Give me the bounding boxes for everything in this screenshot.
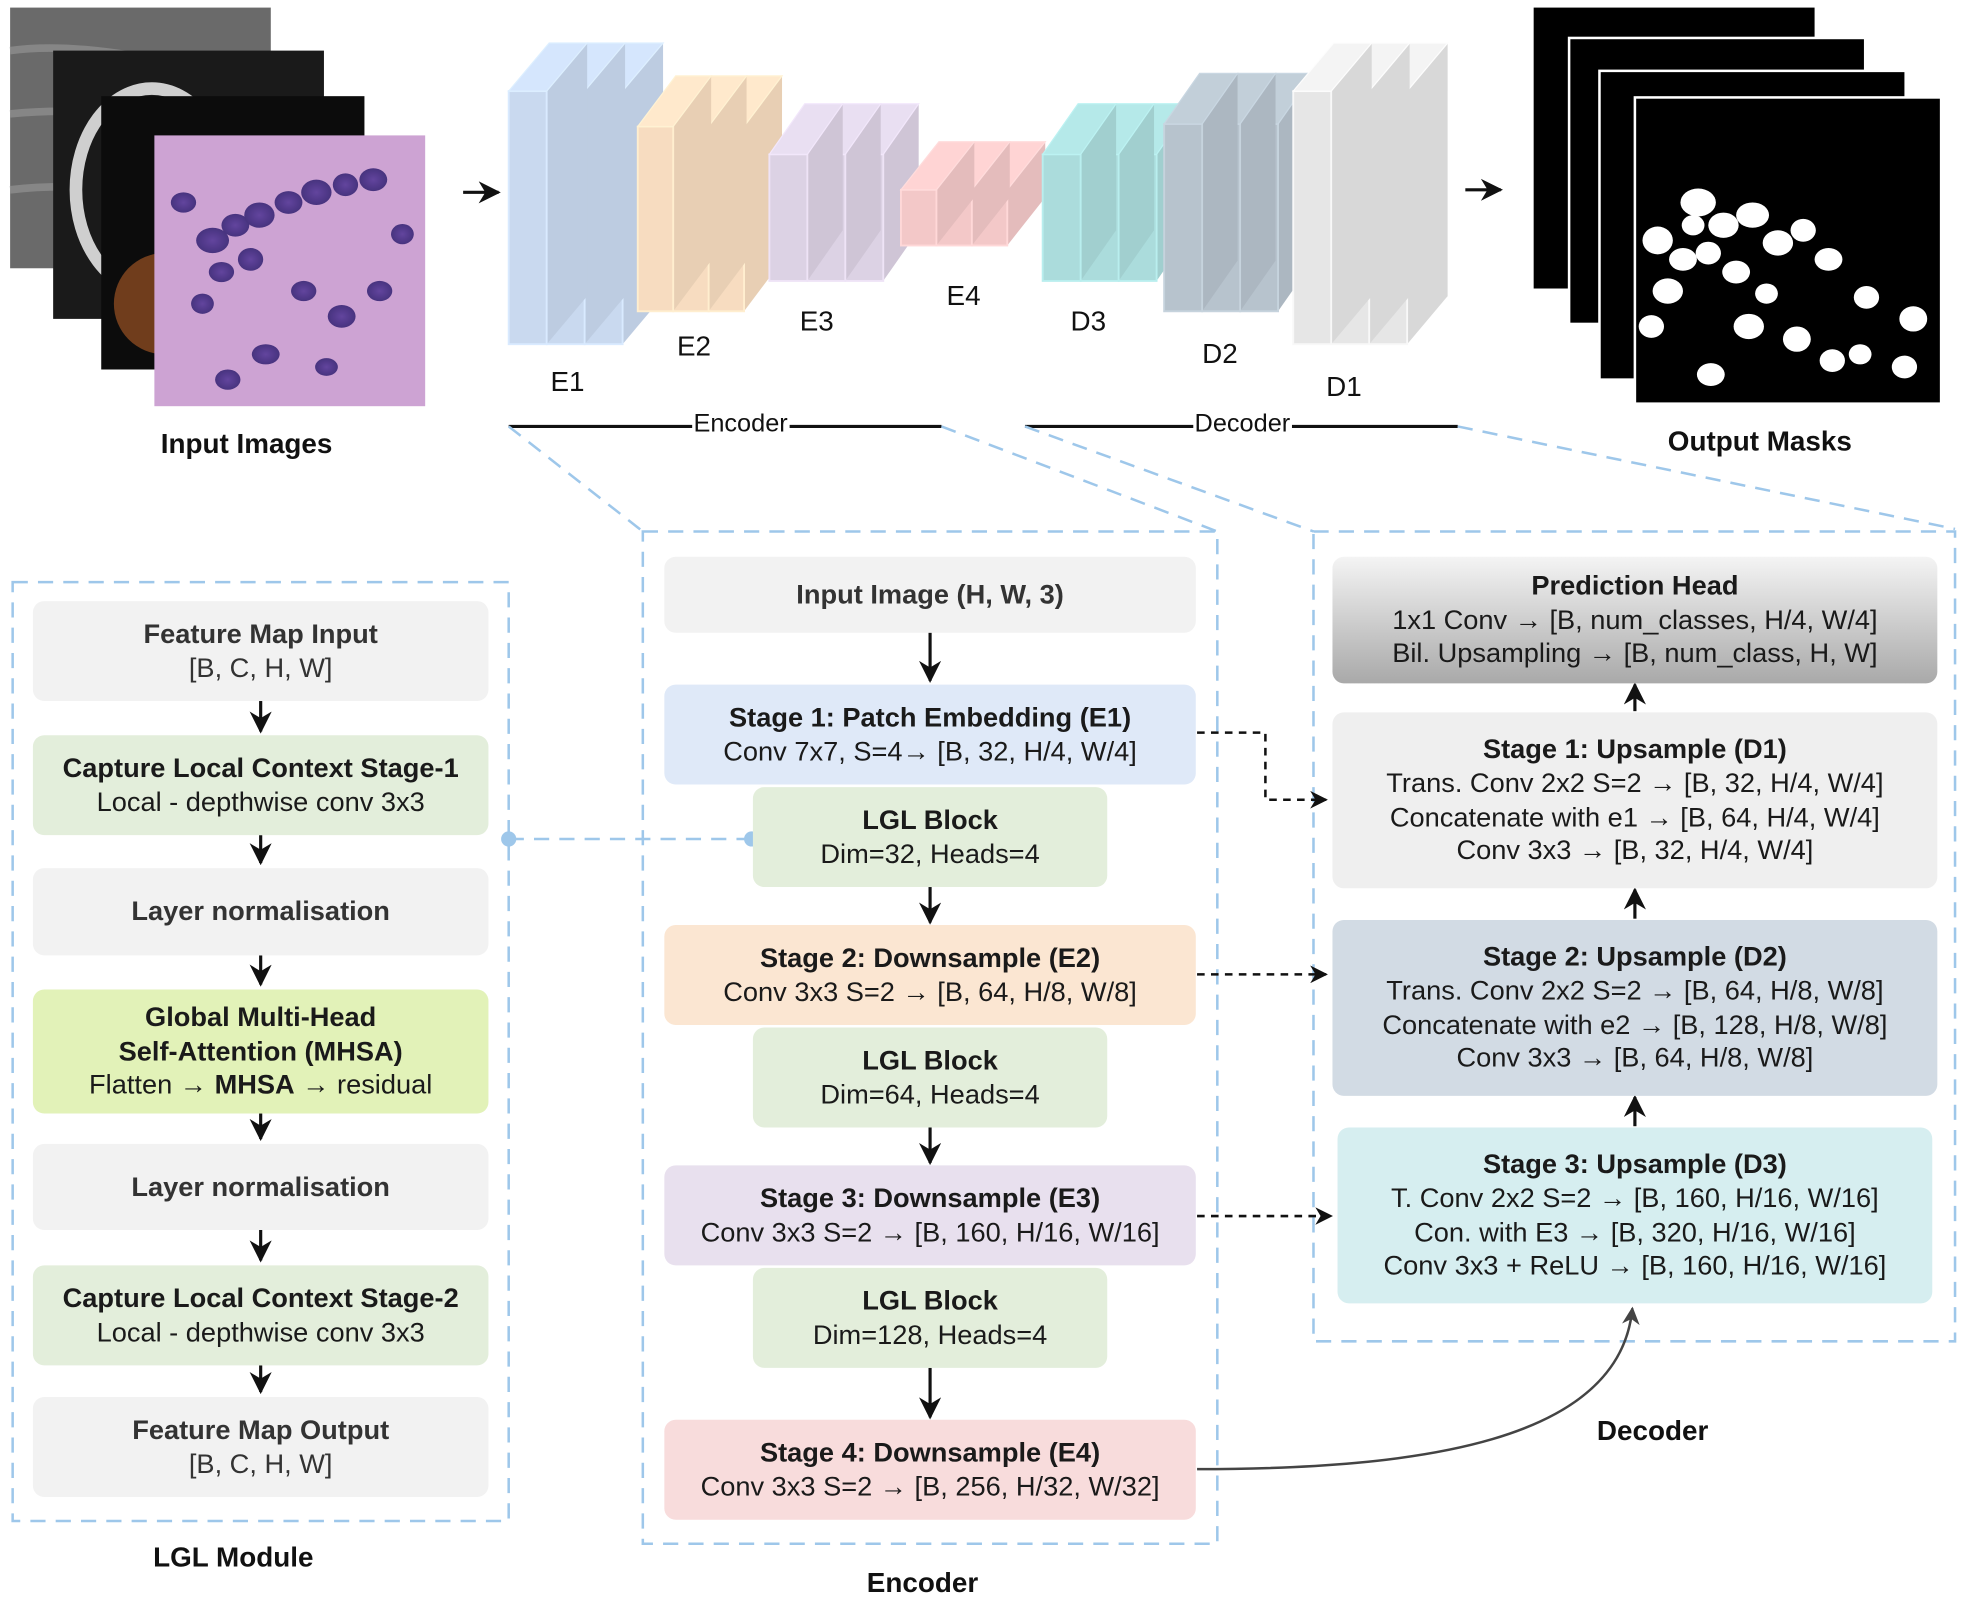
lgl-feature-output-title: Feature Map Output: [132, 1414, 390, 1445]
block-e4: [899, 141, 1047, 247]
block-e2: [636, 75, 784, 313]
decoder-stage-2-box: Stage 2: Upsample (D2) Trans. Conv 2x2 S…: [1332, 919, 1938, 1096]
decoder-stage-3-line2: Con. with E3 → [B, 320, H/16, W/16]: [1414, 1216, 1856, 1248]
prediction-head-line1: 1x1 Conv → [B, num_classes, H/4, W/4]: [1392, 604, 1878, 635]
lgl-feature-input-shape: [B, C, H, W]: [188, 652, 333, 683]
lgl-mhsa-box: Global Multi-Head Self-Attention (MHSA) …: [32, 989, 489, 1114]
block-d3: [1041, 103, 1194, 282]
prediction-head-line2: Bil. Upsampling → [B, num_class, H, W]: [1392, 638, 1878, 669]
decoder-stage-3-line1: T. Conv 2x2 S=2 → [B, 160, H/16, W/16]: [1391, 1182, 1879, 1214]
lgl-layernorm-2-title: Layer normalisation: [131, 1171, 390, 1202]
block-e1: [507, 42, 665, 346]
network-blocks: [507, 42, 1449, 346]
encoder-stage-4-detail: Conv 3x3 S=2 → [B, 256, H/32, W/32]: [700, 1471, 1160, 1502]
encoder-lgl-block-3: LGL Block Dim=128, Heads=4: [752, 1267, 1108, 1368]
encoder-stage-3-box: Stage 3: Downsample (E3) Conv 3x3 S=2 → …: [664, 1165, 1196, 1266]
lgl-local-context-1-title: Capture Local Context Stage-1: [62, 752, 459, 783]
encoder-lgl-block-1: LGL Block Dim=32, Heads=4: [752, 787, 1108, 888]
lgl-mhsa-subtitle: Self-Attention (MHSA): [118, 1035, 403, 1067]
lgl-feature-output-shape: [B, C, H, W]: [188, 1448, 333, 1479]
decoder-stage-2-line3: Conv 3x3 → [B, 64, H/8, W/8]: [1456, 1043, 1814, 1074]
skip-connections: [1197, 731, 1333, 1225]
decoder-stage-2-line2: Concatenate with e2 → [B, 128, H/8, W/8]: [1382, 1009, 1888, 1040]
output-masks-label: Output Masks: [1667, 425, 1852, 457]
encoder-stage-2-box: Stage 2: Downsample (E2) Conv 3x3 S=2 → …: [664, 925, 1196, 1025]
lgl-feature-output-box: Feature Map Output [B, C, H, W]: [32, 1397, 489, 1497]
encoder-stage-1-detail: Conv 7x7, S=4→ [B, 32, H/4, W/4]: [723, 735, 1137, 767]
lgl-mhsa-detail: Flatten → MHSA → residual: [89, 1069, 433, 1101]
decoder-stage-2-line1: Trans. Conv 2x2 S=2 → [B, 64, H/8, W/8]: [1386, 975, 1884, 1006]
lgl-block-1-detail: Dim=32, Heads=4: [820, 838, 1040, 869]
decoder-stage-1-line3: Conv 3x3 → [B, 32, H/4, W/4]: [1456, 835, 1814, 867]
bottleneck-connection: [1197, 1306, 1640, 1471]
lgl-layernorm-1-title: Layer normalisation: [131, 895, 390, 927]
lgl-layernorm-2-box: Layer normalisation: [32, 1143, 489, 1230]
encoder-stage-4-title: Stage 4: Downsample (E4): [759, 1437, 1101, 1468]
decoder-stage-3-line3: Conv 3x3 + ReLU → [B, 160, H/16, W/16]: [1383, 1250, 1887, 1282]
block-label-e4: E4: [946, 279, 981, 312]
encoder-stage-4-box: Stage 4: Downsample (E4) Conv 3x3 S=2 → …: [664, 1419, 1196, 1520]
encoder-lgl-block-2: LGL Block Dim=64, Heads=4: [752, 1027, 1108, 1128]
decoder-stage-1-line2: Concatenate with e1 → [B, 64, H/4, W/4]: [1389, 801, 1880, 833]
encoder-stage-1-box: Stage 1: Patch Embedding (E1) Conv 7x7, …: [664, 684, 1196, 785]
encoder-input-box: Input Image (H, W, 3): [664, 556, 1196, 633]
lgl-link-dot-left: [501, 831, 517, 847]
lgl-module-caption: LGL Module: [153, 1541, 314, 1573]
lgl-local-context-1-box: Capture Local Context Stage-1 Local - de…: [32, 735, 489, 836]
decoder-stage-2-title: Stage 2: Upsample (D2): [1482, 941, 1787, 972]
input-images-label: Input Images: [160, 427, 333, 460]
encoder-bar-label: Encoder: [692, 409, 789, 440]
encoder-stage-2-title: Stage 2: Downsample (E2): [759, 942, 1101, 973]
lgl-local-context-2-detail: Local - depthwise conv 3x3: [96, 1316, 425, 1348]
zoom-lines: [507, 425, 1956, 533]
encoder-caption: Encoder: [866, 1566, 979, 1599]
panel-borders: [11, 530, 1957, 1546]
lgl-block-2-title: LGL Block: [862, 1044, 998, 1076]
block-d2: [1162, 72, 1315, 313]
lgl-block-1-title: LGL Block: [862, 804, 998, 835]
decoder-stage-1-title: Stage 1: Upsample (D1): [1482, 733, 1787, 764]
lgl-block-2-detail: Dim=64, Heads=4: [820, 1078, 1040, 1110]
decoder-stage-3-title: Stage 3: Upsample (D3): [1482, 1148, 1787, 1180]
decoder-bar-label: Decoder: [1193, 409, 1292, 440]
decoder-caption: Decoder: [1596, 1414, 1709, 1447]
encoder-stage-2-detail: Conv 3x3 S=2 → [B, 64, H/8, W/8]: [723, 976, 1137, 1007]
input-image-stack: [9, 7, 426, 407]
block-label-d2: D2: [1202, 337, 1238, 370]
lgl-local-context-1-detail: Local - depthwise conv 3x3: [96, 786, 425, 817]
encoder-stage-3-title: Stage 3: Downsample (E3): [759, 1182, 1101, 1214]
block-e3: [768, 103, 920, 282]
decoder-stage-1-box: Stage 1: Upsample (D1) Trans. Conv 2x2 S…: [1332, 712, 1938, 889]
decoder-stage-1-line1: Trans. Conv 2x2 S=2 → [B, 32, H/4, W/4]: [1386, 767, 1884, 798]
block-label-e1: E1: [550, 365, 585, 398]
lgl-feature-input-box: Feature Map Input [B, C, H, W]: [32, 601, 489, 702]
lgl-layernorm-1-box: Layer normalisation: [32, 868, 489, 956]
encoder-stage-1-title: Stage 1: Patch Embedding (E1): [729, 701, 1132, 733]
lgl-local-context-2-box: Capture Local Context Stage-2 Local - de…: [32, 1265, 489, 1366]
block-label-e3: E3: [799, 304, 834, 337]
encoder-stage-3-detail: Conv 3x3 S=2 → [B, 160, H/16, W/16]: [700, 1216, 1160, 1248]
block-d1: [1291, 42, 1449, 346]
block-label-d1: D1: [1326, 370, 1362, 403]
lgl-mhsa-title: Global Multi-Head: [145, 1001, 377, 1033]
prediction-head-title: Prediction Head: [1531, 570, 1739, 601]
block-label-d3: D3: [1070, 304, 1107, 337]
lgl-block-3-detail: Dim=128, Heads=4: [812, 1319, 1048, 1350]
lgl-block-3-title: LGL Block: [862, 1285, 998, 1316]
prediction-head-box: Prediction Head 1x1 Conv → [B, num_class…: [1332, 556, 1938, 684]
decoder-stage-3-box: Stage 3: Upsample (D3) T. Conv 2x2 S=2 →…: [1337, 1127, 1933, 1304]
lgl-local-context-2-title: Capture Local Context Stage-2: [62, 1282, 459, 1314]
lgl-feature-input-title: Feature Map Input: [143, 618, 378, 649]
block-label-e2: E2: [676, 330, 712, 362]
encoder-input-title: Input Image (H, W, 3): [796, 578, 1064, 610]
output-mask-stack: [1533, 7, 1943, 405]
